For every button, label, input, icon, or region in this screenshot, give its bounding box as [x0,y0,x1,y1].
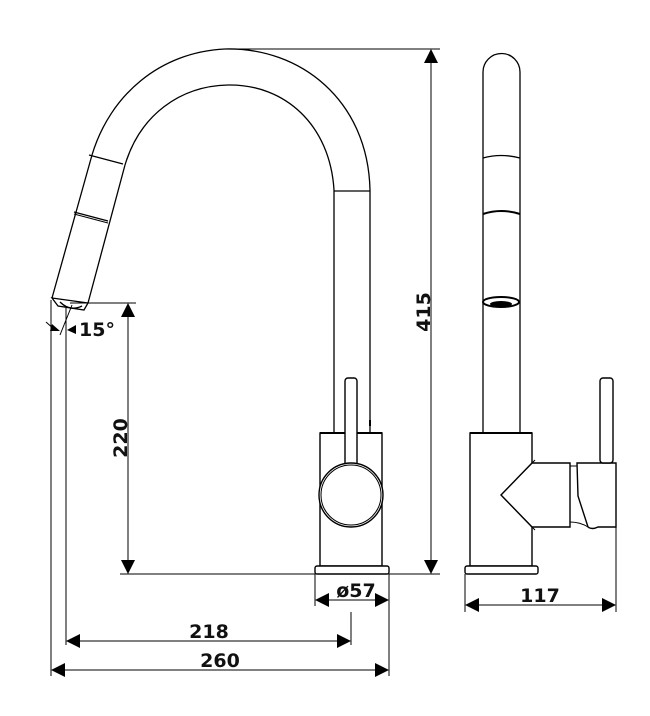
arrow-left-icon [465,598,479,612]
side-ring-2 [482,210,521,215]
arrow-up-icon [424,49,438,63]
side-base [464,565,539,575]
side-view [464,52,617,575]
arrow-icon [50,324,60,331]
label-total-width: 260 [200,650,240,672]
head-right [87,164,126,304]
arrow-right-icon [375,593,389,607]
side-handle-lever [599,377,614,464]
front-view [50,48,390,575]
head-ring-1 [88,154,124,165]
side-handle [576,462,617,530]
arrow-down-icon [121,560,135,574]
tap-base [314,565,390,575]
label-side-depth: 117 [520,585,560,607]
handle-lever [344,377,358,469]
label-spout-height: 220 [110,418,132,458]
arrow-up-icon [121,303,135,317]
arrow-right-icon [602,598,616,612]
arrow-right-icon [337,634,351,648]
arrow-right-icon [375,663,389,677]
dimension-lines [45,48,617,677]
arrow-icon [67,325,76,334]
label-base-diameter: ø57 [336,580,376,602]
label-total-height: 415 [413,292,435,332]
side-ring-1 [482,154,521,159]
label-spout-reach: 218 [189,621,229,643]
spout-outer-arc [91,48,371,191]
handle-disc [318,462,384,528]
arrow-left-icon [315,593,329,607]
spray-nozzle [50,297,90,311]
dimension-labels: 415 220 15° ø57 218 260 117 [79,292,560,672]
head-ring-2 [73,211,109,222]
label-spout-angle: 15° [79,319,115,341]
arrow-down-icon [424,560,438,574]
side-spout [482,52,521,432]
spout-inner-arc [124,84,335,191]
arrow-left-icon [66,634,80,648]
head-left [51,154,93,299]
arrow-left-icon [51,663,65,677]
